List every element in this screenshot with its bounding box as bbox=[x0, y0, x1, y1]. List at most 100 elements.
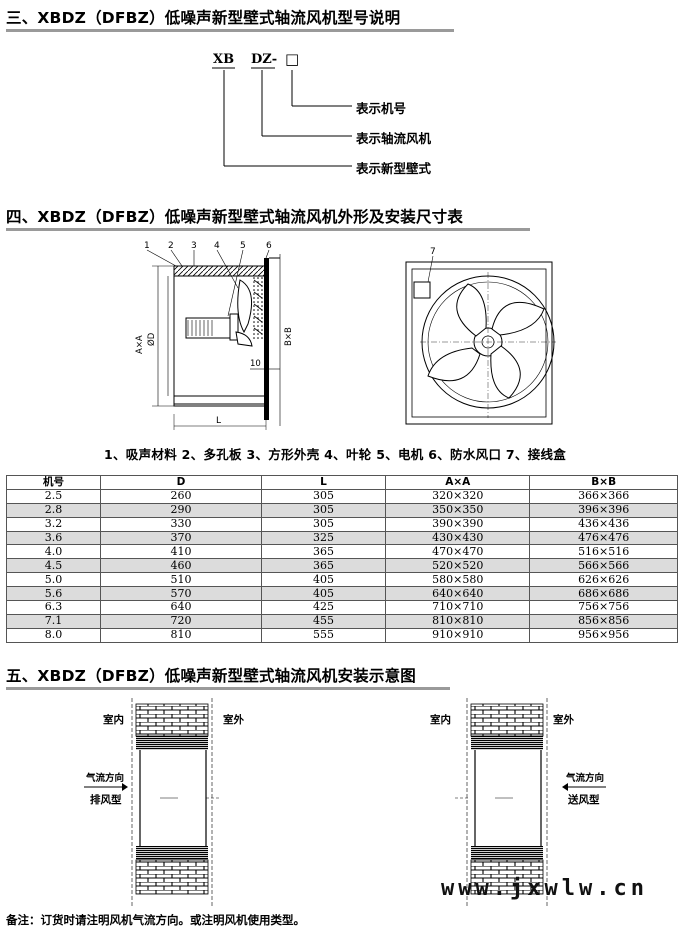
cell: 5.6 bbox=[6, 586, 101, 602]
order-note: 备注：订货时请注明风机气流方向。或注明风机使用类型。 bbox=[6, 913, 305, 927]
cell: 555 bbox=[260, 627, 387, 643]
part-number: 5 bbox=[240, 241, 246, 251]
col-header-l: L bbox=[260, 475, 387, 490]
cell: 3.6 bbox=[6, 530, 101, 546]
cell: 810×810 bbox=[385, 613, 531, 629]
cell: 910×910 bbox=[385, 627, 531, 643]
cell: 405 bbox=[260, 586, 387, 602]
cell: 436×436 bbox=[529, 516, 678, 532]
part-number: 4 bbox=[214, 241, 220, 251]
cell: 756×756 bbox=[529, 600, 678, 615]
col-header-d: D bbox=[99, 475, 262, 490]
model-desc-axial: 表示轴流风机 bbox=[356, 131, 432, 146]
cell: 720 bbox=[99, 613, 262, 629]
col-header-model: 机号 bbox=[6, 475, 101, 490]
fan-side-view: 1 2 3 4 5 6 A×A ØD B×B 10 L bbox=[135, 241, 294, 430]
cell: 455 bbox=[260, 613, 387, 629]
cell: 956×956 bbox=[529, 627, 678, 643]
website-watermark: www.jxwlw.cn bbox=[441, 876, 648, 901]
model-code-xb: XB bbox=[213, 52, 235, 67]
section5-rule bbox=[6, 687, 450, 690]
dim-l-label: L bbox=[216, 416, 221, 426]
part-number: 1 bbox=[144, 241, 150, 251]
part-number: 6 bbox=[266, 241, 272, 251]
label-flow-direction: 气流方向 bbox=[566, 773, 605, 784]
cell: 3.2 bbox=[6, 516, 101, 532]
dim-10-label: 10 bbox=[250, 359, 261, 369]
flow-arrow-icon bbox=[84, 783, 128, 791]
cell: 325 bbox=[260, 530, 387, 546]
section3-rule bbox=[6, 29, 454, 32]
cell: 856×856 bbox=[529, 613, 678, 629]
cell: 366×366 bbox=[529, 488, 678, 504]
flow-arrow-icon bbox=[562, 783, 606, 791]
cell: 5.0 bbox=[6, 572, 101, 588]
cell: 330 bbox=[99, 516, 262, 532]
label-supply-type: 送风型 bbox=[568, 794, 600, 806]
cell: 476×476 bbox=[529, 530, 678, 546]
cell: 320×320 bbox=[385, 488, 531, 504]
part-number: 3 bbox=[191, 241, 197, 251]
cell: 580×580 bbox=[385, 572, 531, 588]
cell: 640×640 bbox=[385, 586, 531, 602]
cell: 2.8 bbox=[6, 502, 101, 518]
section5-title: 五、XBDZ（DFBZ）低噪声新型壁式轴流风机安装示意图 bbox=[6, 667, 416, 685]
cell: 516×516 bbox=[529, 544, 678, 560]
label-flow-direction: 气流方向 bbox=[86, 773, 125, 784]
fan-front-view: 7 bbox=[405, 247, 556, 425]
col-header-axa: A×A bbox=[385, 475, 531, 490]
cell: 350×350 bbox=[385, 502, 531, 518]
label-outdoor: 室外 bbox=[223, 714, 244, 726]
cell: 520×520 bbox=[385, 558, 531, 574]
parts-legend: 1、吸声材料 2、多孔板 3、方形外壳 4、叶轮 5、电机 6、防水风口 7、接… bbox=[104, 447, 567, 462]
model-desc-wall: 表示新型壁式 bbox=[356, 161, 432, 176]
part-number: 2 bbox=[168, 241, 174, 251]
label-indoor: 室内 bbox=[103, 714, 124, 726]
model-code-diagram bbox=[212, 67, 352, 167]
cell: 290 bbox=[99, 502, 262, 518]
dim-bxb-label: B×B bbox=[284, 327, 294, 346]
cell: 305 bbox=[260, 502, 387, 518]
install-diagram-supply bbox=[455, 698, 548, 906]
cell: 686×686 bbox=[529, 586, 678, 602]
cell: 460 bbox=[99, 558, 262, 574]
cell: 410 bbox=[99, 544, 262, 560]
cell: 7.1 bbox=[6, 613, 101, 629]
cell: 396×396 bbox=[529, 502, 678, 518]
cell: 260 bbox=[99, 488, 262, 504]
cell: 566×566 bbox=[529, 558, 678, 574]
dim-d-label: ØD bbox=[146, 332, 157, 346]
model-desc-number: 表示机号 bbox=[356, 101, 407, 116]
section4-title: 四、XBDZ（DFBZ）低噪声新型壁式轴流风机外形及安装尺寸表 bbox=[6, 208, 464, 226]
cell: 640 bbox=[99, 600, 262, 615]
model-code-box: □ bbox=[285, 50, 300, 68]
cell: 470×470 bbox=[385, 544, 531, 560]
label-indoor: 室内 bbox=[430, 714, 451, 726]
cell: 6.3 bbox=[6, 600, 101, 615]
cell: 390×390 bbox=[385, 516, 531, 532]
section3-title: 三、XBDZ（DFBZ）低噪声新型壁式轴流风机型号说明 bbox=[6, 9, 401, 27]
cell: 810 bbox=[99, 627, 262, 643]
label-outdoor: 室外 bbox=[553, 714, 574, 726]
part-number: 7 bbox=[430, 247, 436, 257]
cell: 370 bbox=[99, 530, 262, 546]
cell: 626×626 bbox=[529, 572, 678, 588]
cell: 305 bbox=[260, 516, 387, 532]
cell: 365 bbox=[260, 558, 387, 574]
col-header-bxb: B×B bbox=[529, 475, 678, 490]
cell: 305 bbox=[260, 488, 387, 504]
table-header-row: 机号 D L A×A B×B bbox=[6, 475, 678, 490]
cell: 4.0 bbox=[6, 544, 101, 560]
cell: 710×710 bbox=[385, 600, 531, 615]
cell: 365 bbox=[260, 544, 387, 560]
cell: 510 bbox=[99, 572, 262, 588]
